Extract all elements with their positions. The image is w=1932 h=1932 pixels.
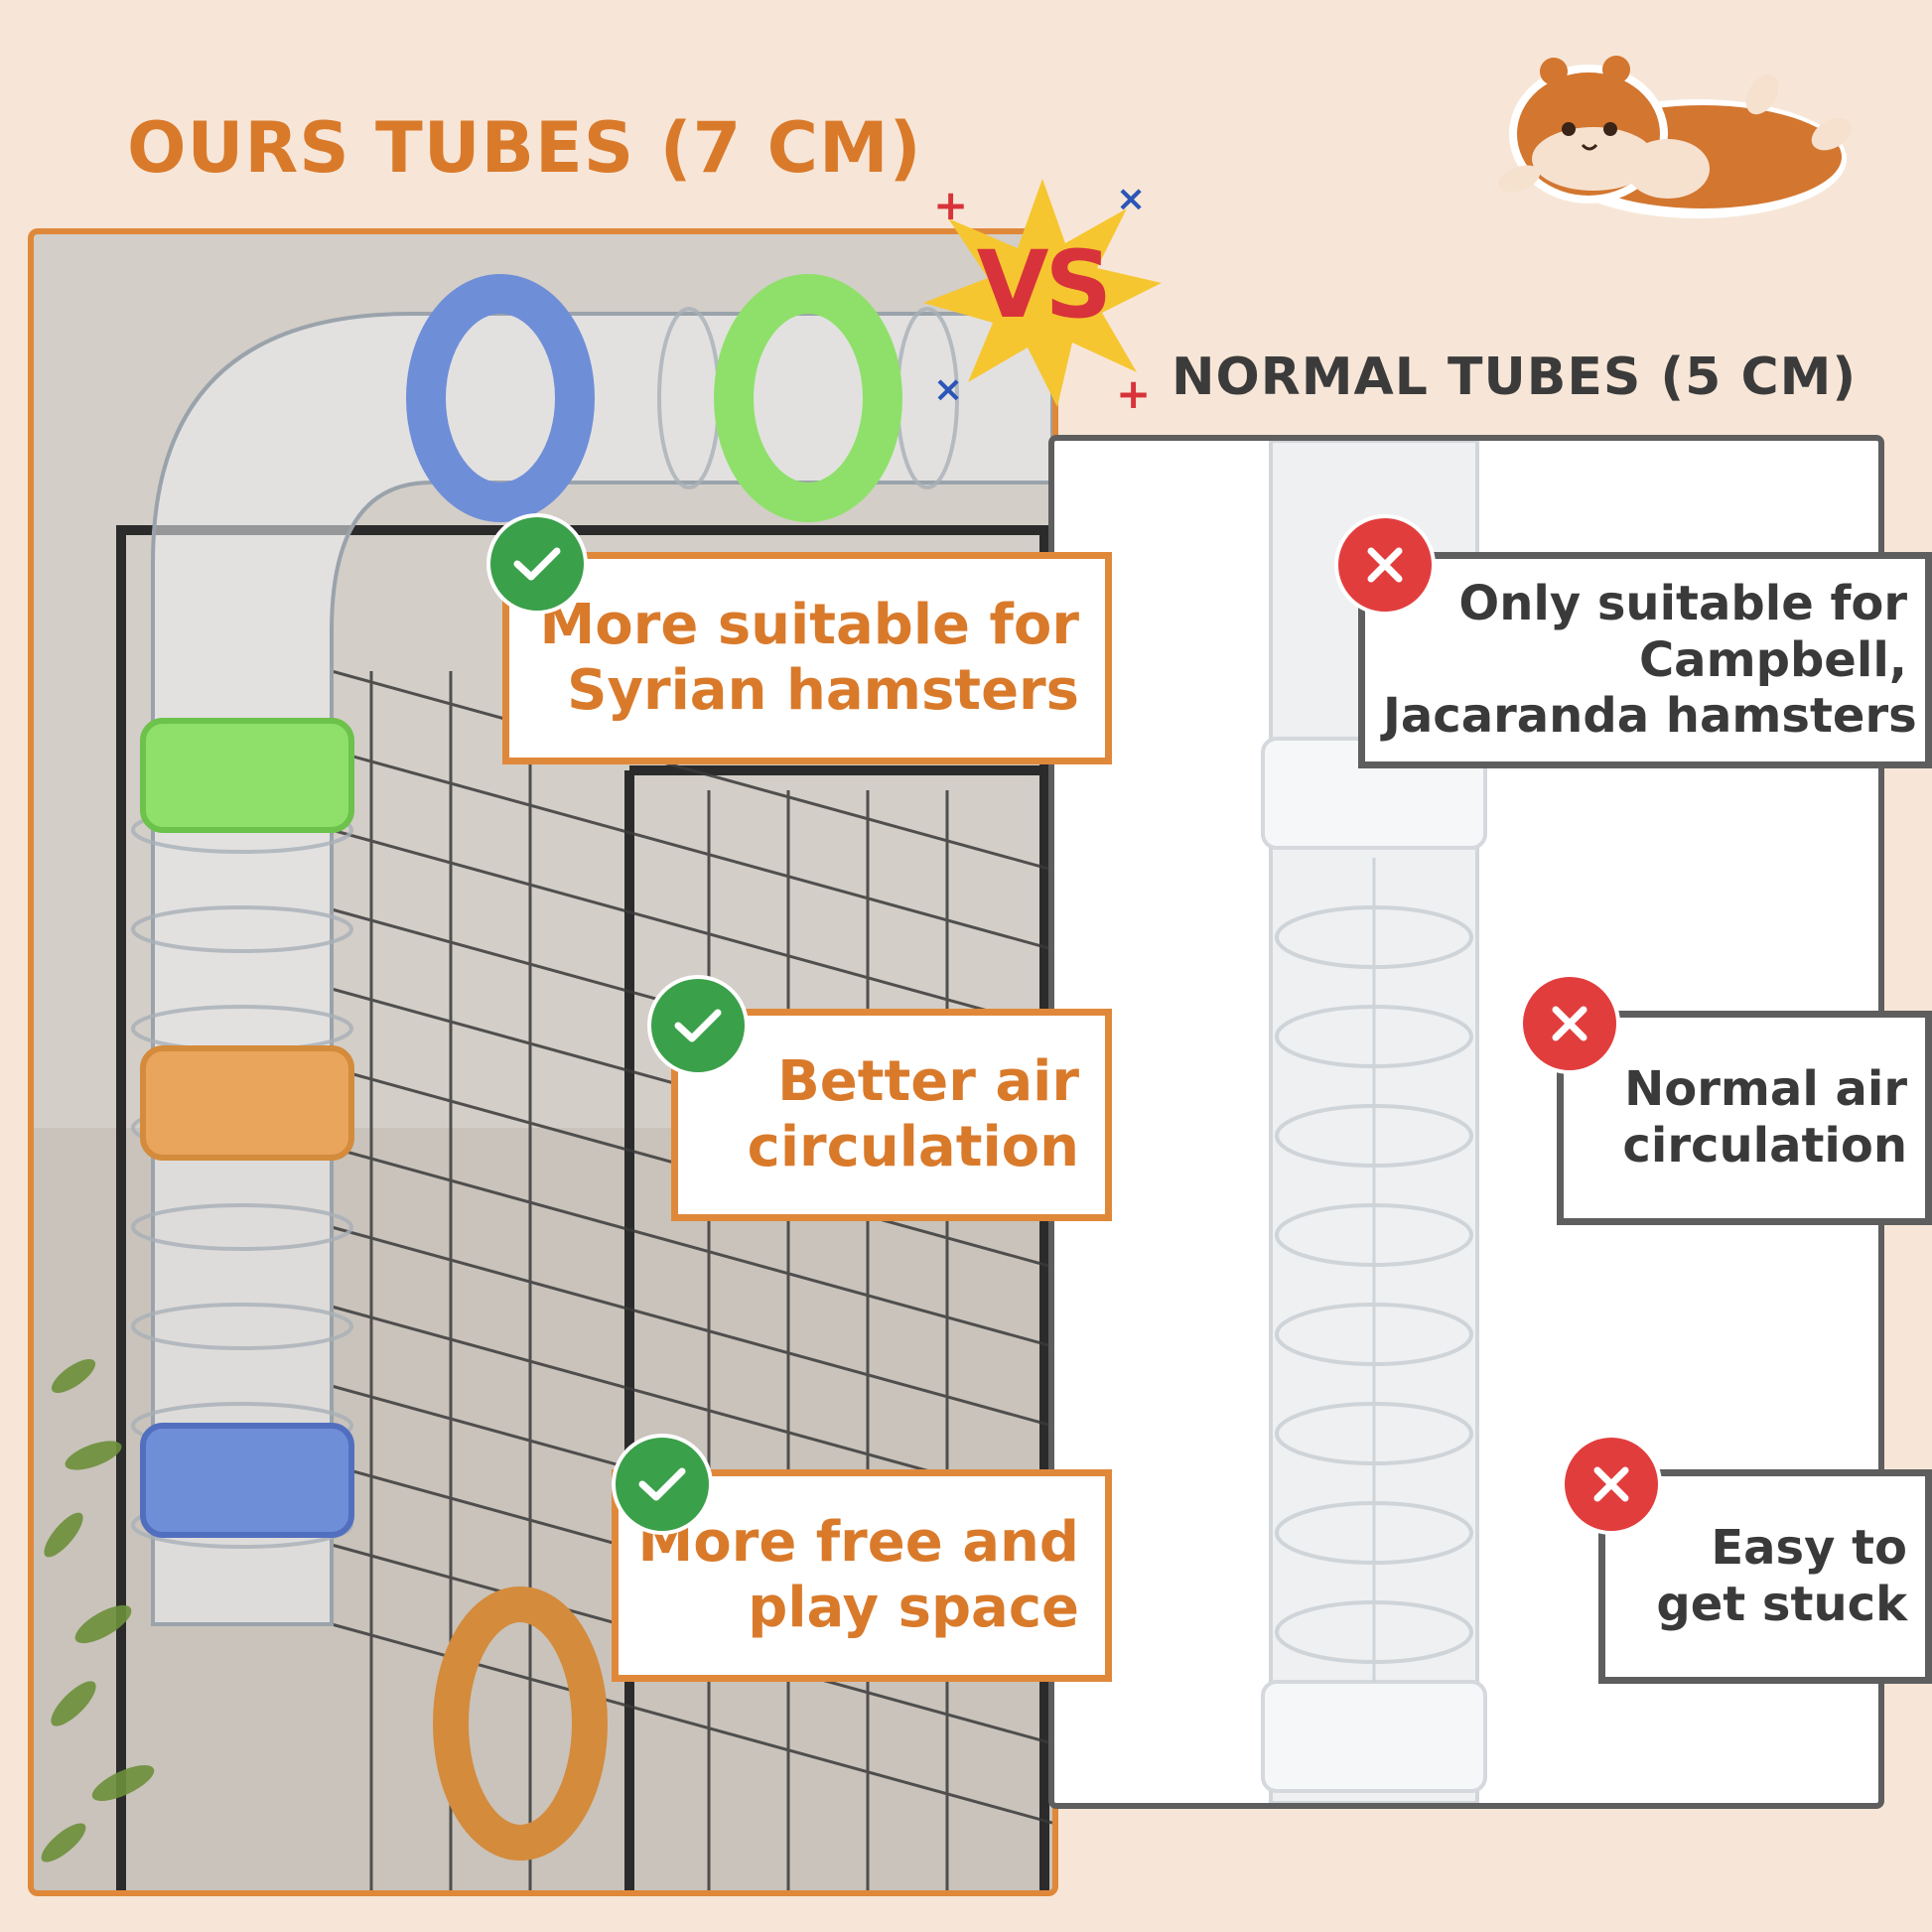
feature-line: Better air bbox=[777, 1048, 1079, 1114]
vs-label: VS bbox=[976, 231, 1112, 340]
check-badge bbox=[612, 1434, 713, 1535]
feature-line: Normal air bbox=[1624, 1061, 1907, 1118]
feature-line: More suitable for bbox=[539, 592, 1079, 657]
feature-line: Syrian hamsters bbox=[567, 658, 1079, 723]
times-icon: × bbox=[933, 369, 964, 410]
normal-feature-callout: Only suitable for Campbell, Jacaranda ha… bbox=[1358, 552, 1932, 768]
feature-line: circulation bbox=[747, 1115, 1079, 1179]
cross-badge bbox=[1561, 1434, 1662, 1535]
cross-icon bbox=[1552, 1006, 1587, 1041]
normal-tubes-heading: NORMAL TUBES (5 CM) bbox=[1172, 347, 1858, 407]
cross-badge bbox=[1519, 973, 1620, 1074]
check-icon bbox=[638, 1467, 686, 1501]
feature-line: Easy to bbox=[1711, 1520, 1907, 1577]
check-badge bbox=[647, 975, 749, 1076]
hamster-mascot bbox=[1497, 50, 1857, 238]
normal-feature-callout: Normal air circulation bbox=[1557, 1011, 1932, 1225]
feature-line: Only suitable for bbox=[1458, 576, 1907, 632]
feature-line: get stuck bbox=[1656, 1577, 1907, 1632]
feature-line: Campbell, bbox=[1638, 631, 1907, 688]
feature-line: circulation bbox=[1622, 1118, 1907, 1173]
ours-feature-callout: More suitable for Syrian hamsters bbox=[502, 552, 1112, 764]
ours-feature-callout: More free and play space bbox=[612, 1469, 1112, 1682]
ours-tubes-photo bbox=[28, 228, 1058, 1896]
feature-line: play space bbox=[748, 1576, 1079, 1640]
plus-icon: + bbox=[1116, 369, 1152, 418]
check-icon bbox=[674, 1009, 722, 1042]
check-icon bbox=[513, 547, 561, 581]
cross-icon bbox=[1367, 547, 1403, 583]
starburst-icon bbox=[923, 179, 1162, 407]
feature-line: More free and bbox=[637, 1509, 1079, 1575]
feature-line: Jacaranda hamsters bbox=[1383, 688, 1917, 745]
plus-icon: + bbox=[933, 181, 969, 229]
ours-tubes-heading: OURS TUBES (7 CM) bbox=[127, 107, 922, 189]
cross-icon bbox=[1593, 1466, 1629, 1502]
cross-badge bbox=[1334, 514, 1436, 616]
vs-badge: VS bbox=[918, 174, 1167, 412]
check-badge bbox=[486, 513, 588, 615]
times-icon: × bbox=[1116, 179, 1147, 219]
hamster-icon bbox=[1497, 56, 1853, 218]
